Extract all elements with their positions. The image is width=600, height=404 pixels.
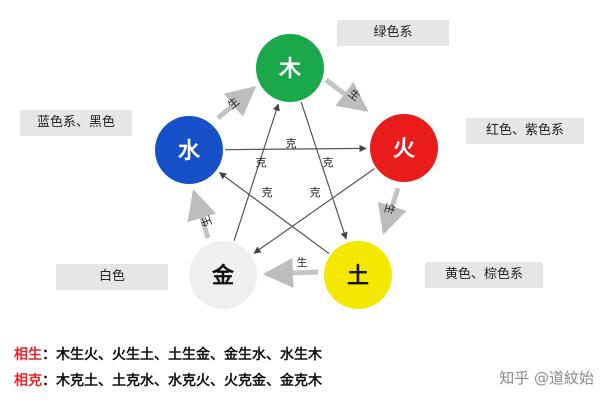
fire-circle [370,114,438,182]
generate-arrow-fire-earth [377,187,407,235]
generate-legend-text: ：木生火、火生土、土生金、金生水、水生木 [42,347,322,363]
generate-arrow-water-wood [216,86,257,120]
wood-color-note: 绿色系 [337,20,449,46]
metal-label: 金 [211,263,235,289]
overcome-legend-text: ：木克土、土克水、水克火、火克金、金克木 [42,373,322,389]
generate-legend: 相生：木生火、火生土、土生金、金生水、水生木 [14,344,322,364]
overcome-arrow-wood-earth [300,102,348,240]
generate-arrow-metal-water [187,189,217,239]
earth-circle [324,241,392,309]
generate-label: 生 [382,202,398,216]
water-circle [155,116,223,184]
overcome-label: 克 [286,137,297,150]
generate-legend-key: 相生 [14,347,42,363]
overcome-label: 克 [256,156,267,169]
wood-label: 木 [278,57,302,82]
overcome-arrow-water-fire [224,144,367,153]
fire-label: 火 [393,137,415,162]
overcome-arrow-metal-wood [233,103,280,241]
watermark: 知乎 @道紋始 [499,369,594,387]
overcome-label: 克 [262,186,273,199]
fire-color-note: 红色、紫色系 [466,118,584,144]
generate-label: 生 [346,86,363,104]
water-color-note: 蓝色系、黑色 [20,110,132,136]
overcome-label: 克 [323,156,334,169]
overcome-legend: 相克：木克土、土克水、水克火、火克金、金克木 [14,370,322,390]
generate-arrow-earth-metal [263,257,319,288]
water-label: 水 [178,139,201,164]
metal-circle [189,241,257,309]
earth-color-note: 黄色、棕色系 [425,262,543,288]
generate-label: 生 [198,214,215,229]
overcome-legend-key: 相克 [14,373,42,389]
overcome-label: 克 [310,186,321,199]
overcome-arrow-fire-metal [253,168,375,254]
generate-label: 生 [297,255,308,269]
overcome-arrow-earth-water [218,172,330,255]
earth-label: 土 [347,264,369,289]
wood-circle [256,34,324,102]
metal-color-note: 白色 [56,264,168,290]
generate-arrow-wood-fire [324,78,369,112]
